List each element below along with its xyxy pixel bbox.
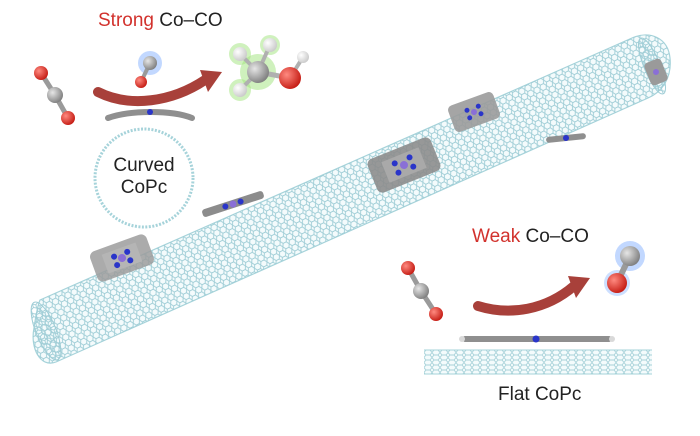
methanol-molecule bbox=[229, 35, 309, 101]
graphene-sheet bbox=[424, 349, 652, 375]
released-co bbox=[604, 241, 645, 296]
curved-copc-side-view bbox=[105, 109, 195, 121]
co-molecule-top bbox=[34, 66, 75, 125]
flat-copc-side-view bbox=[459, 335, 615, 343]
strong-rest: Co–CO bbox=[153, 10, 223, 31]
weak-word: Weak bbox=[472, 226, 521, 247]
weak-co-label: Weak Co–CO bbox=[472, 226, 589, 248]
copc-edge-on-tube bbox=[546, 133, 586, 143]
flat-copc-label: Flat CoPc bbox=[498, 384, 582, 405]
copc-on-tube-end bbox=[644, 58, 668, 86]
copc-on-tube-center bbox=[367, 137, 441, 193]
copc-on-tube-left bbox=[90, 234, 154, 282]
copc-floating bbox=[202, 191, 264, 217]
curved-copc-label: Curved CoPc bbox=[99, 155, 189, 199]
copc-on-tube-upper bbox=[448, 92, 500, 132]
adsorbed-co-top bbox=[135, 51, 162, 88]
curved-line-2: CoPc bbox=[120, 177, 168, 198]
strong-word: Strong bbox=[98, 10, 154, 31]
weak-rest: Co–CO bbox=[520, 226, 589, 247]
reaction-arrow-bottom bbox=[473, 276, 590, 316]
curved-copc-circle bbox=[93, 127, 195, 229]
reaction-arrow-top bbox=[93, 70, 222, 107]
carbon-nanotube bbox=[30, 34, 671, 364]
curved-line-1: Curved bbox=[113, 155, 175, 176]
strong-co-label: Strong Co–CO bbox=[98, 10, 223, 32]
co-molecule-bottom bbox=[401, 261, 443, 321]
